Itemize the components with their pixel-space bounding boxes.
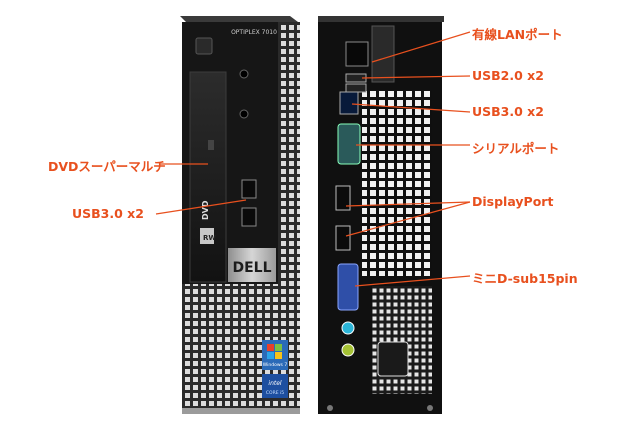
line-dp-1 [345, 201, 471, 207]
line-dp-2 [345, 201, 471, 237]
front-view: OPTIPLEX 7010 DVD RW DELL Windows 7 inte… [180, 16, 300, 414]
label-usb2: USB2.0 x2 [472, 68, 544, 83]
intel-badge [262, 374, 288, 398]
label-usb3-back: USB3.0 x2 [472, 104, 544, 119]
windows-text: Windows 7 [263, 362, 288, 368]
label-displayport: DisplayPort [472, 194, 554, 209]
line-lan [371, 31, 471, 63]
rw-logo: RW [203, 234, 216, 242]
psu-grill [372, 286, 432, 394]
back-view [318, 16, 444, 414]
audio-line-in[interactable] [341, 321, 355, 335]
intel-text: intel [268, 380, 282, 387]
front-usb-port-1[interactable] [241, 179, 257, 199]
model-text: OPTIPLEX 7010 [231, 29, 277, 36]
mic-jack[interactable] [239, 109, 249, 119]
line-usb3-back [351, 103, 471, 113]
intel-sub: CORE i5 [266, 390, 284, 396]
rw-logo-box [200, 228, 214, 244]
line-minid [354, 275, 471, 287]
usb2-port-2[interactable] [345, 83, 367, 93]
power-inlet[interactable] [377, 341, 409, 377]
usb3-port-back[interactable] [339, 91, 359, 115]
label-dvd: DVDスーパーマルチ [48, 159, 166, 174]
dell-plate [228, 248, 276, 282]
callout-lines [155, 31, 471, 287]
vga-port[interactable] [337, 263, 359, 311]
displayport-1[interactable] [335, 185, 351, 211]
dvd-logo: DVD [201, 200, 210, 220]
line-usb2 [361, 75, 471, 79]
dell-logo: DELL [232, 260, 271, 276]
audio-line-out[interactable] [341, 343, 355, 357]
serial-port[interactable] [337, 123, 361, 165]
dvd-drive[interactable] [189, 71, 227, 283]
headphone-jack[interactable] [239, 69, 249, 79]
label-usb3-front: USB3.0 x2 [72, 206, 144, 221]
label-serial: シリアルポート [472, 141, 560, 156]
label-minid: ミニD-sub15pin [472, 271, 578, 286]
line-usb3-front [155, 199, 247, 215]
dvd-eject-button[interactable] [208, 140, 214, 150]
back-vent [362, 90, 432, 276]
power-button[interactable] [195, 37, 213, 55]
lan-port[interactable] [345, 41, 369, 67]
displayport-2[interactable] [335, 225, 351, 251]
label-lan: 有線LANポート [472, 27, 563, 42]
front-usb-port-2[interactable] [241, 207, 257, 227]
